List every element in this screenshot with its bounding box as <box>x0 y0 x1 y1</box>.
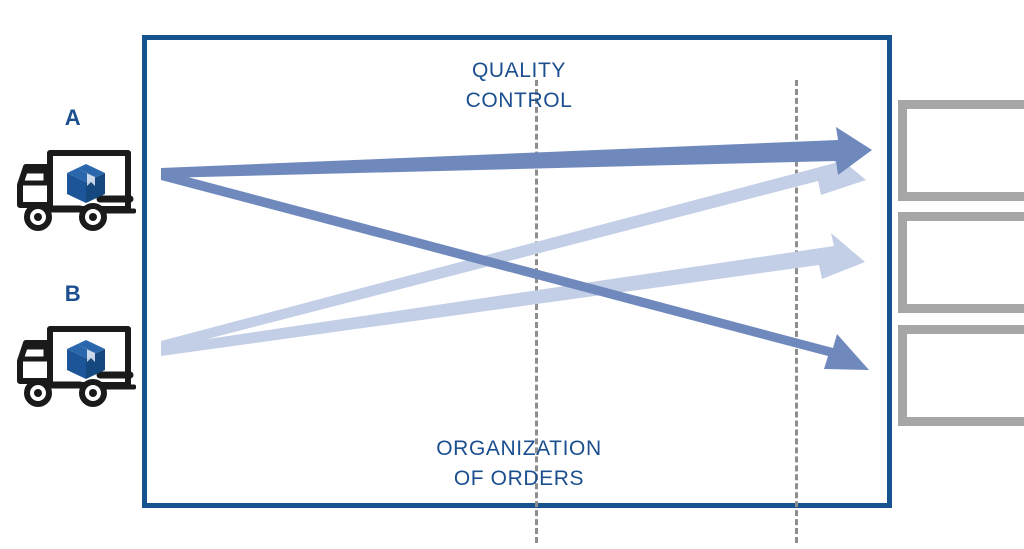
input-a-label: A <box>64 105 82 130</box>
input-source-a: A <box>8 105 138 255</box>
delivery-truck-icon <box>16 137 137 242</box>
quality-control-label: QUALITY CONTROL <box>465 59 573 112</box>
package-icon <box>67 340 105 379</box>
delivery-truck-icon <box>16 313 137 418</box>
input-source-b: B <box>8 281 138 431</box>
organization-of-orders-label: ORGANIZATION OF ORDERS <box>436 437 602 490</box>
zone-divider-2 <box>795 80 798 543</box>
output-dock-1 <box>898 100 1024 201</box>
output-dock-2 <box>898 212 1024 313</box>
output-dock-3 <box>898 325 1024 426</box>
package-icon <box>67 164 105 203</box>
input-b-label: B <box>64 281 82 306</box>
